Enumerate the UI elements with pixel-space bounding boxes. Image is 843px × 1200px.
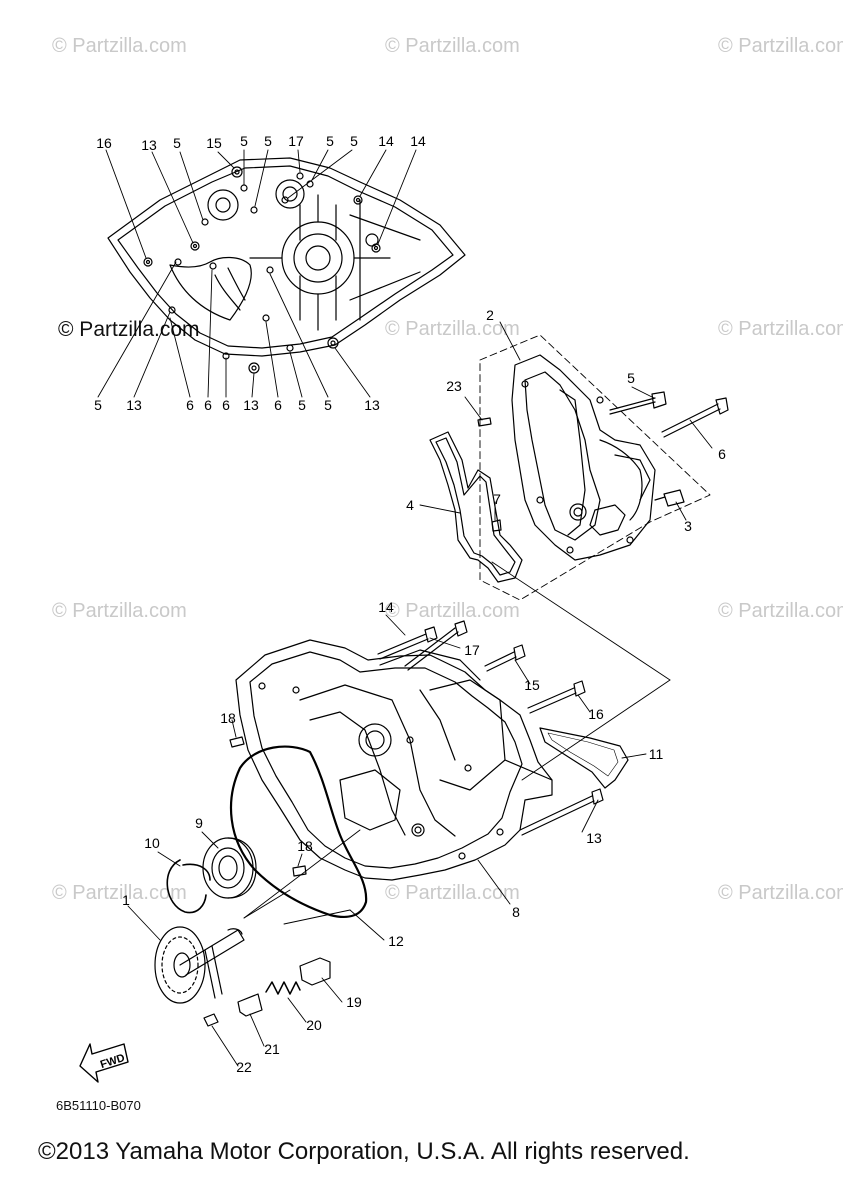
leader-lines-lower — [127, 614, 647, 1067]
diagram-code: 6B51110-B070 — [56, 1098, 141, 1113]
callout-label: 8 — [512, 904, 520, 920]
callout-label: 17 — [288, 133, 304, 149]
callout-label: 6 — [204, 397, 212, 413]
callout-label: 14 — [378, 133, 394, 149]
callout-label: 5 — [298, 397, 306, 413]
copyright-notice: ©2013 Yamaha Motor Corporation, U.S.A. A… — [38, 1138, 690, 1165]
callout-label: 13 — [243, 397, 259, 413]
callout-label: 6 — [274, 397, 282, 413]
callout-label: 18 — [220, 710, 236, 726]
circlip — [166, 859, 211, 914]
callout-label: 14 — [410, 133, 426, 149]
callout-label: 5 — [627, 370, 635, 386]
callout-label: 6 — [186, 397, 194, 413]
callout-label: 13 — [586, 830, 602, 846]
callout-label: 7 — [493, 491, 501, 507]
callout-label: 15 — [206, 135, 222, 151]
callout-label: 11 — [648, 746, 664, 762]
callout-label: 1 — [122, 892, 130, 908]
callout-label: 6 — [718, 446, 726, 462]
callout-label: 4 — [406, 497, 414, 513]
callout-label: 14 — [378, 599, 394, 615]
relief-valve-cap — [299, 957, 331, 986]
callout-label: 10 — [144, 835, 160, 851]
spring — [265, 981, 301, 995]
callout-label: 23 — [446, 378, 462, 394]
bearing — [202, 837, 257, 899]
dowel-pin — [229, 736, 245, 748]
watermark: © Partzilla.com — [385, 882, 520, 904]
cover-gasket — [229, 745, 368, 919]
callout-label: 19 — [346, 994, 362, 1010]
callout-label: 5 — [240, 133, 248, 149]
callout-label: 5 — [324, 397, 332, 413]
callout-label: 3 — [684, 518, 692, 534]
callout-label: 20 — [306, 1017, 322, 1033]
callout-label: 13 — [364, 397, 380, 413]
watermark: © Partzilla.com — [385, 35, 520, 57]
callout-label: 6 — [222, 397, 230, 413]
callout-label: 18 — [297, 838, 313, 854]
callout-label: 13 — [126, 397, 142, 413]
watermark: © Partzilla.com — [718, 882, 843, 904]
callout-label: 16 — [588, 706, 604, 722]
watermark: © Partzilla.com — [52, 35, 187, 57]
leader-lines-upper — [97, 149, 417, 398]
callout-label: 9 — [195, 815, 203, 831]
callout-label: 5 — [94, 397, 102, 413]
watermark: © Partzilla.com — [718, 318, 843, 340]
screw — [203, 1013, 219, 1027]
oil-strainer — [539, 727, 629, 789]
watermark: © Partzilla.com — [718, 35, 843, 57]
bolts-lower — [377, 620, 604, 836]
pump-drive-gear — [154, 926, 245, 1004]
callout-label: 22 — [236, 1059, 252, 1075]
leader-lines-mid — [419, 321, 713, 781]
crankcase-cover-lower — [235, 639, 553, 881]
callout-label: 5 — [264, 133, 272, 149]
callout-label: 2 — [486, 307, 494, 323]
watermark: © Partzilla.com — [385, 600, 520, 622]
callout-label: 15 — [524, 677, 540, 693]
fwd-arrow-icon — [79, 1043, 129, 1083]
callout-label: 5 — [173, 135, 181, 151]
watermark-dark: © Partzilla.com — [58, 318, 200, 341]
watermark: © Partzilla.com — [52, 600, 187, 622]
watermark: © Partzilla.com — [385, 318, 520, 340]
callout-label: 12 — [388, 933, 404, 949]
callout-label: 13 — [141, 137, 157, 153]
dowel-pin — [292, 865, 307, 877]
plate — [237, 993, 263, 1017]
callout-label: 16 — [96, 135, 112, 151]
callout-label: 17 — [464, 642, 480, 658]
crankcase-inner-view — [107, 157, 466, 374]
watermark: © Partzilla.com — [718, 600, 843, 622]
fwd-label: FWD — [99, 1052, 127, 1071]
callout-label: 5 — [326, 133, 334, 149]
oil-pump-assembly — [429, 334, 729, 601]
callout-label: 21 — [264, 1041, 280, 1057]
watermark: © Partzilla.com — [52, 882, 187, 904]
callout-label: 5 — [350, 133, 358, 149]
